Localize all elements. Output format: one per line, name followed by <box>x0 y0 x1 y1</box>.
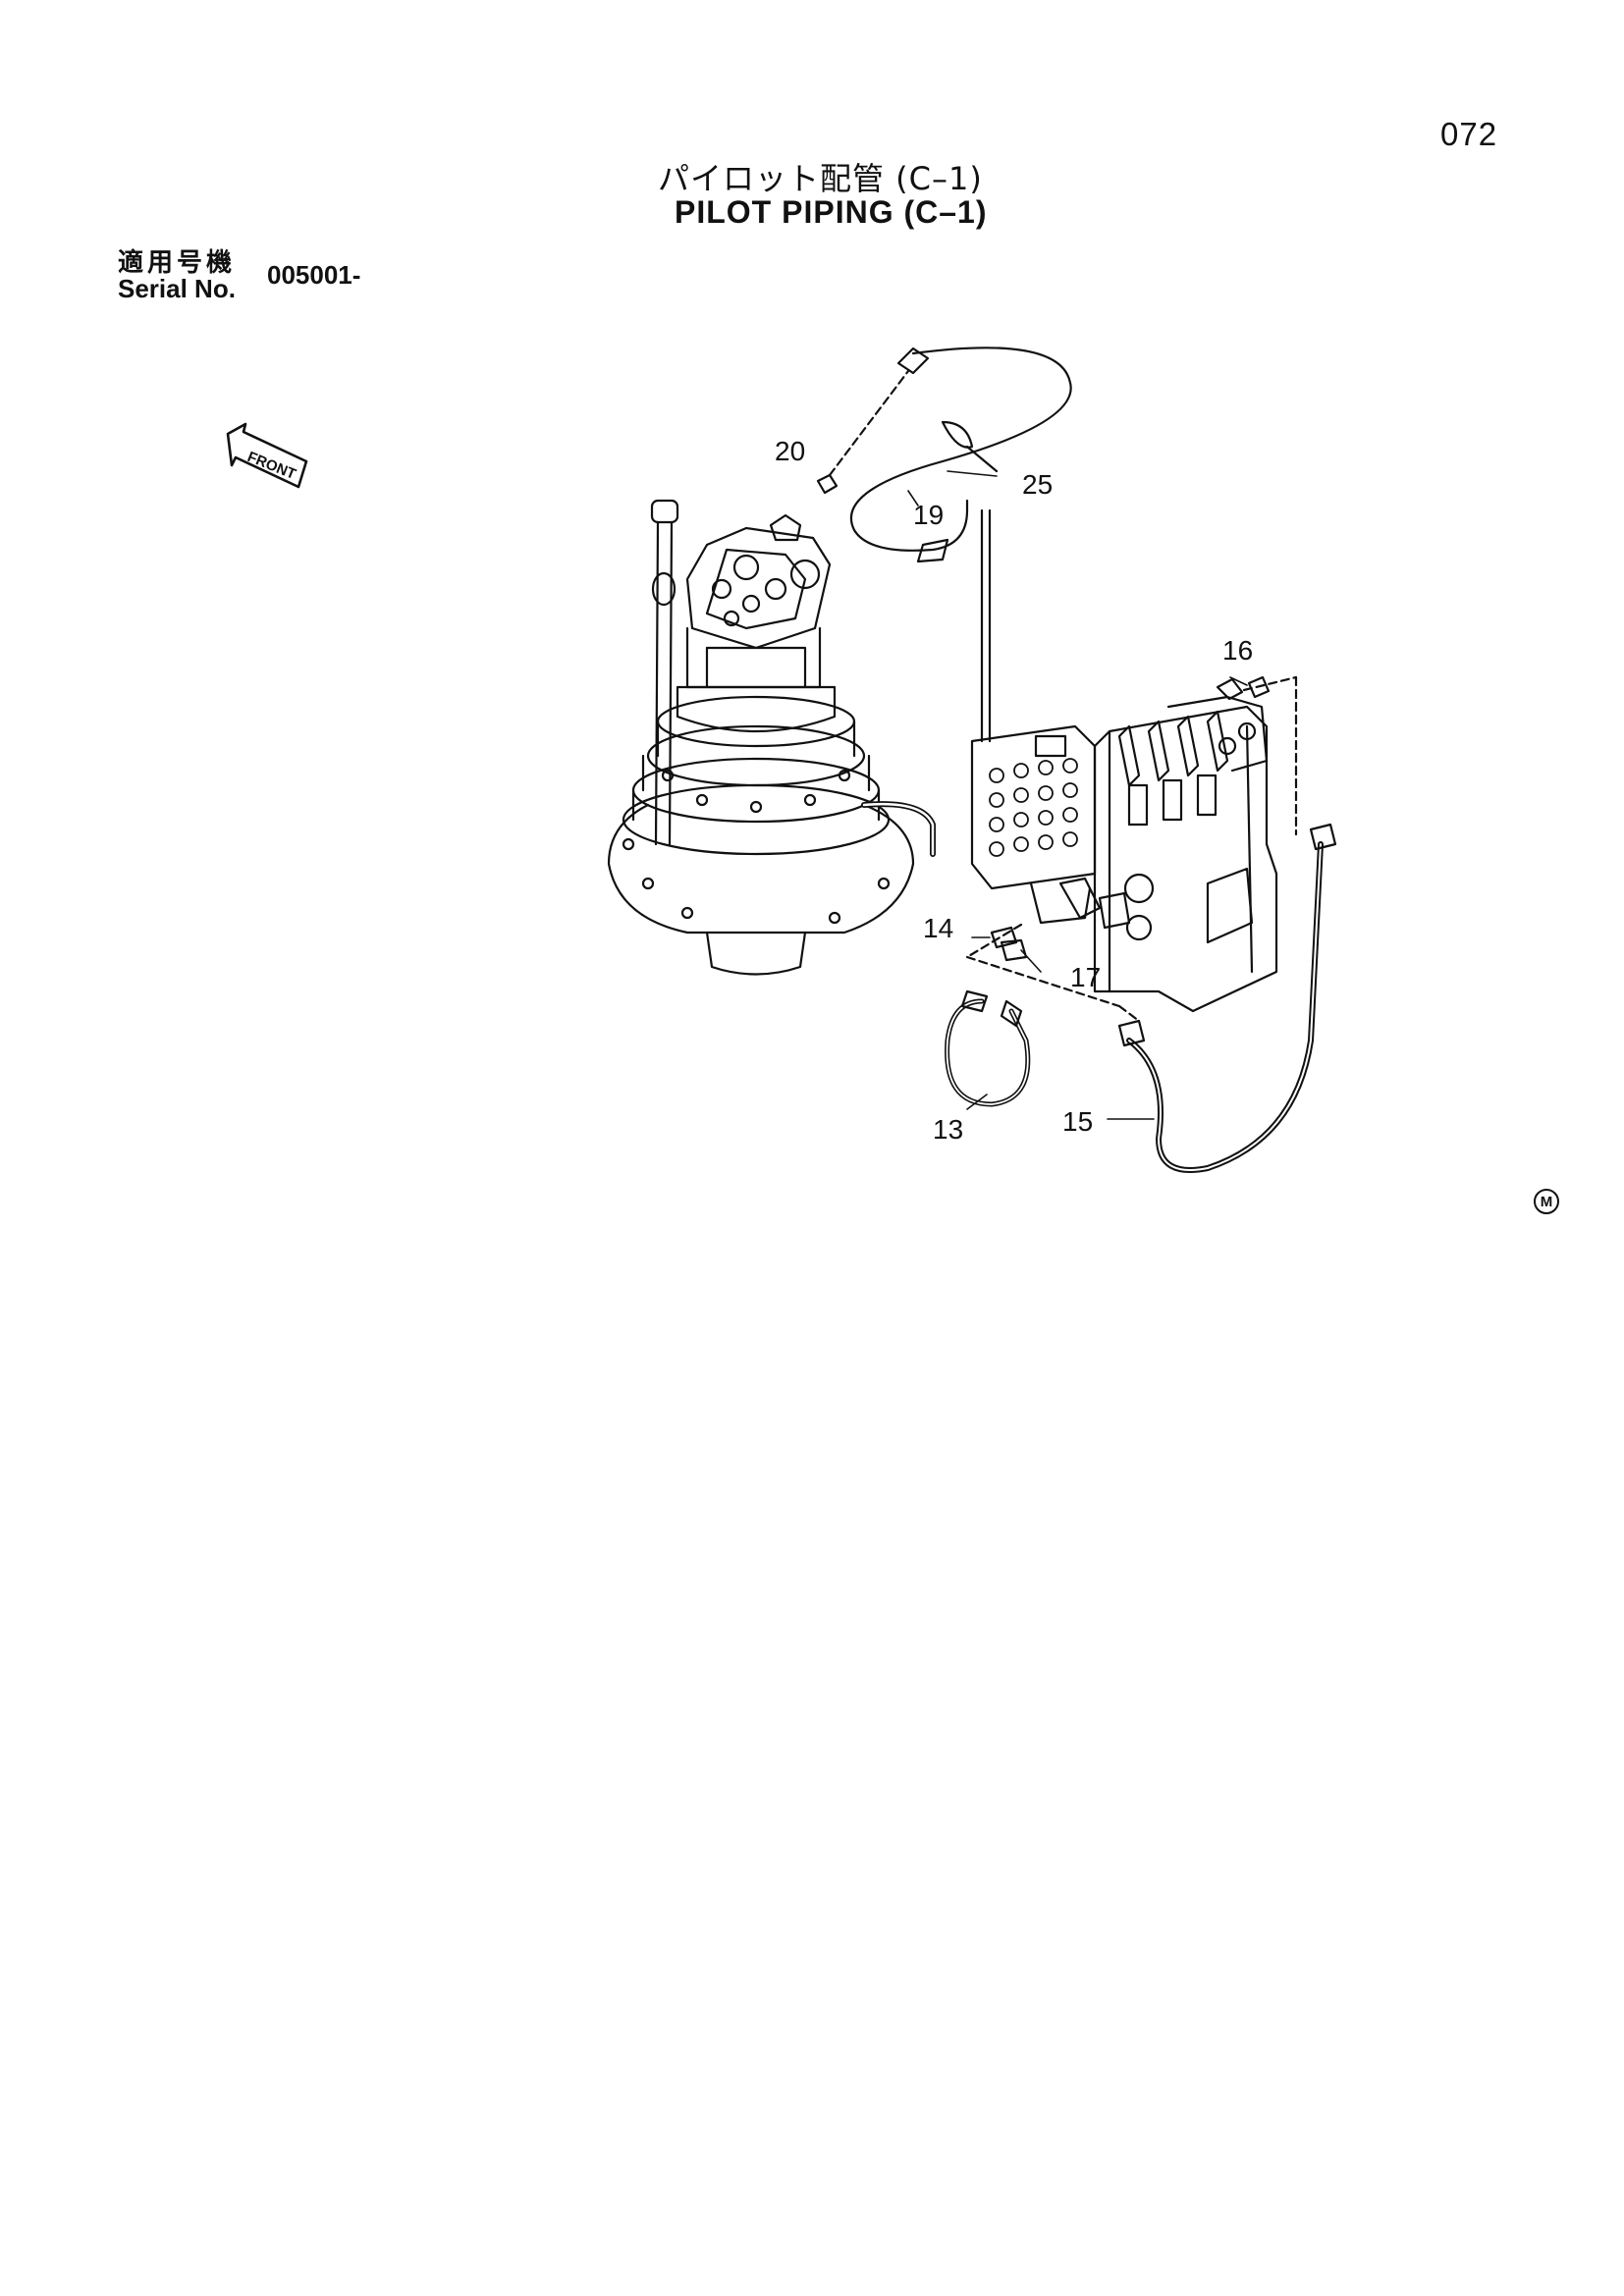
corner-mark: M <box>1534 1189 1559 1214</box>
callout-19: 19 <box>913 500 944 530</box>
pilot-valve-block <box>970 508 1097 925</box>
callout-labels: 20 25 19 16 14 17 13 15 <box>775 436 1253 1145</box>
serial-label-english: Serial No. <box>118 274 236 303</box>
hose-clamp-25 <box>941 420 999 473</box>
callout-15: 15 <box>1062 1106 1093 1137</box>
page-number: 072 <box>1440 116 1498 152</box>
callout-25: 25 <box>1022 469 1053 500</box>
page-title-english: PILOT PIPING (C–1) <box>675 194 988 230</box>
fitting-16 <box>1247 675 1271 699</box>
swing-motor-assembly <box>607 499 936 976</box>
callout-13: 13 <box>933 1114 963 1145</box>
pilot-hose-19 <box>849 347 1072 563</box>
fitting-14 <box>990 926 1018 949</box>
control-valve-assembly <box>1058 677 1278 1013</box>
callout-14: 14 <box>923 913 953 943</box>
pilot-hose-15 <box>1117 823 1337 1173</box>
callout-16: 16 <box>1222 635 1253 666</box>
callout-17: 17 <box>1070 962 1101 992</box>
fitting-17 <box>1000 938 1028 962</box>
fitting-20 <box>816 369 910 495</box>
serial-label-japanese: 適用号機 <box>118 248 237 278</box>
callout-leaders <box>907 470 1248 1120</box>
callout-20: 20 <box>775 436 805 466</box>
front-arrow-icon: FRONT <box>226 422 308 489</box>
page-title-japanese: パイロット配管 (C–1) <box>658 160 983 197</box>
pilot-hose-13 <box>945 989 1031 1107</box>
serial-number-value: 005001- <box>267 260 361 290</box>
